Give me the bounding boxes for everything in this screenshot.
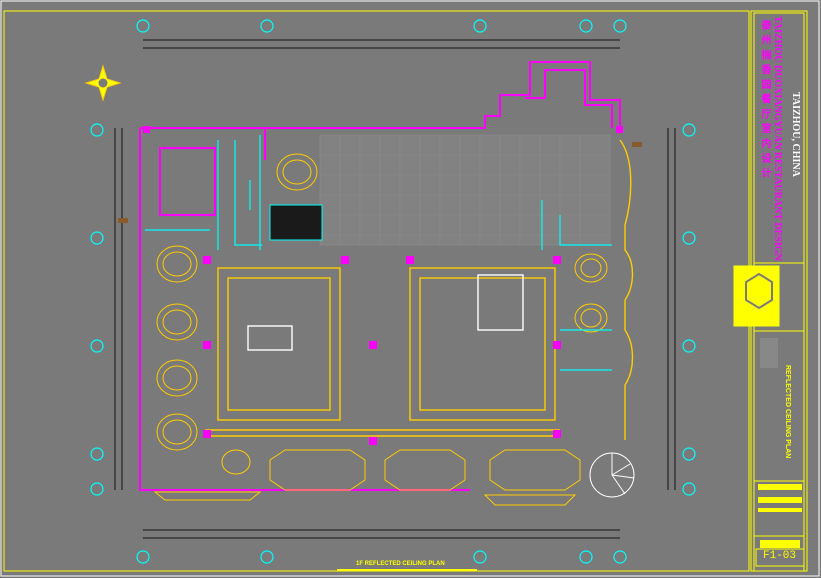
plan-title: 1F REFLECTED CEILING PLAN [356, 561, 445, 567]
hexagon-logo-icon [745, 272, 773, 310]
stair-marker-left [118, 218, 128, 223]
partition-walls [145, 135, 612, 371]
plan-title-bar [337, 569, 477, 571]
ceiling-grid-area [319, 134, 611, 246]
columns [143, 126, 623, 445]
top-dimensions [114, 39, 676, 539]
sheet-number-box [755, 548, 805, 567]
curved-facade [619, 139, 634, 440]
project-name-en: TAIZHOU DUOXIANGYUAN RESTAURANT DESIGN [772, 16, 783, 261]
project-location: TAIZHOU, CHINA [790, 92, 801, 177]
dining-halls [205, 267, 560, 437]
stair-marker-right [632, 142, 642, 147]
title-block [733, 10, 808, 572]
sheet-number: F1-03 [763, 550, 797, 562]
bottom-bays [153, 449, 581, 506]
drawing-frame [3, 10, 750, 572]
grid-bubbles [90, 19, 696, 564]
building-outline [139, 61, 621, 491]
compass-icon [84, 64, 122, 102]
round-stair [589, 452, 635, 498]
drawing-name: REFLECTED CEILING PLAN [784, 365, 791, 459]
project-name-cn: 泰 州 揣 香 园 餐 厅 室 内 设 计 [759, 20, 770, 179]
ring-lights-left [156, 153, 608, 475]
feature-ceiling-block [269, 204, 323, 241]
